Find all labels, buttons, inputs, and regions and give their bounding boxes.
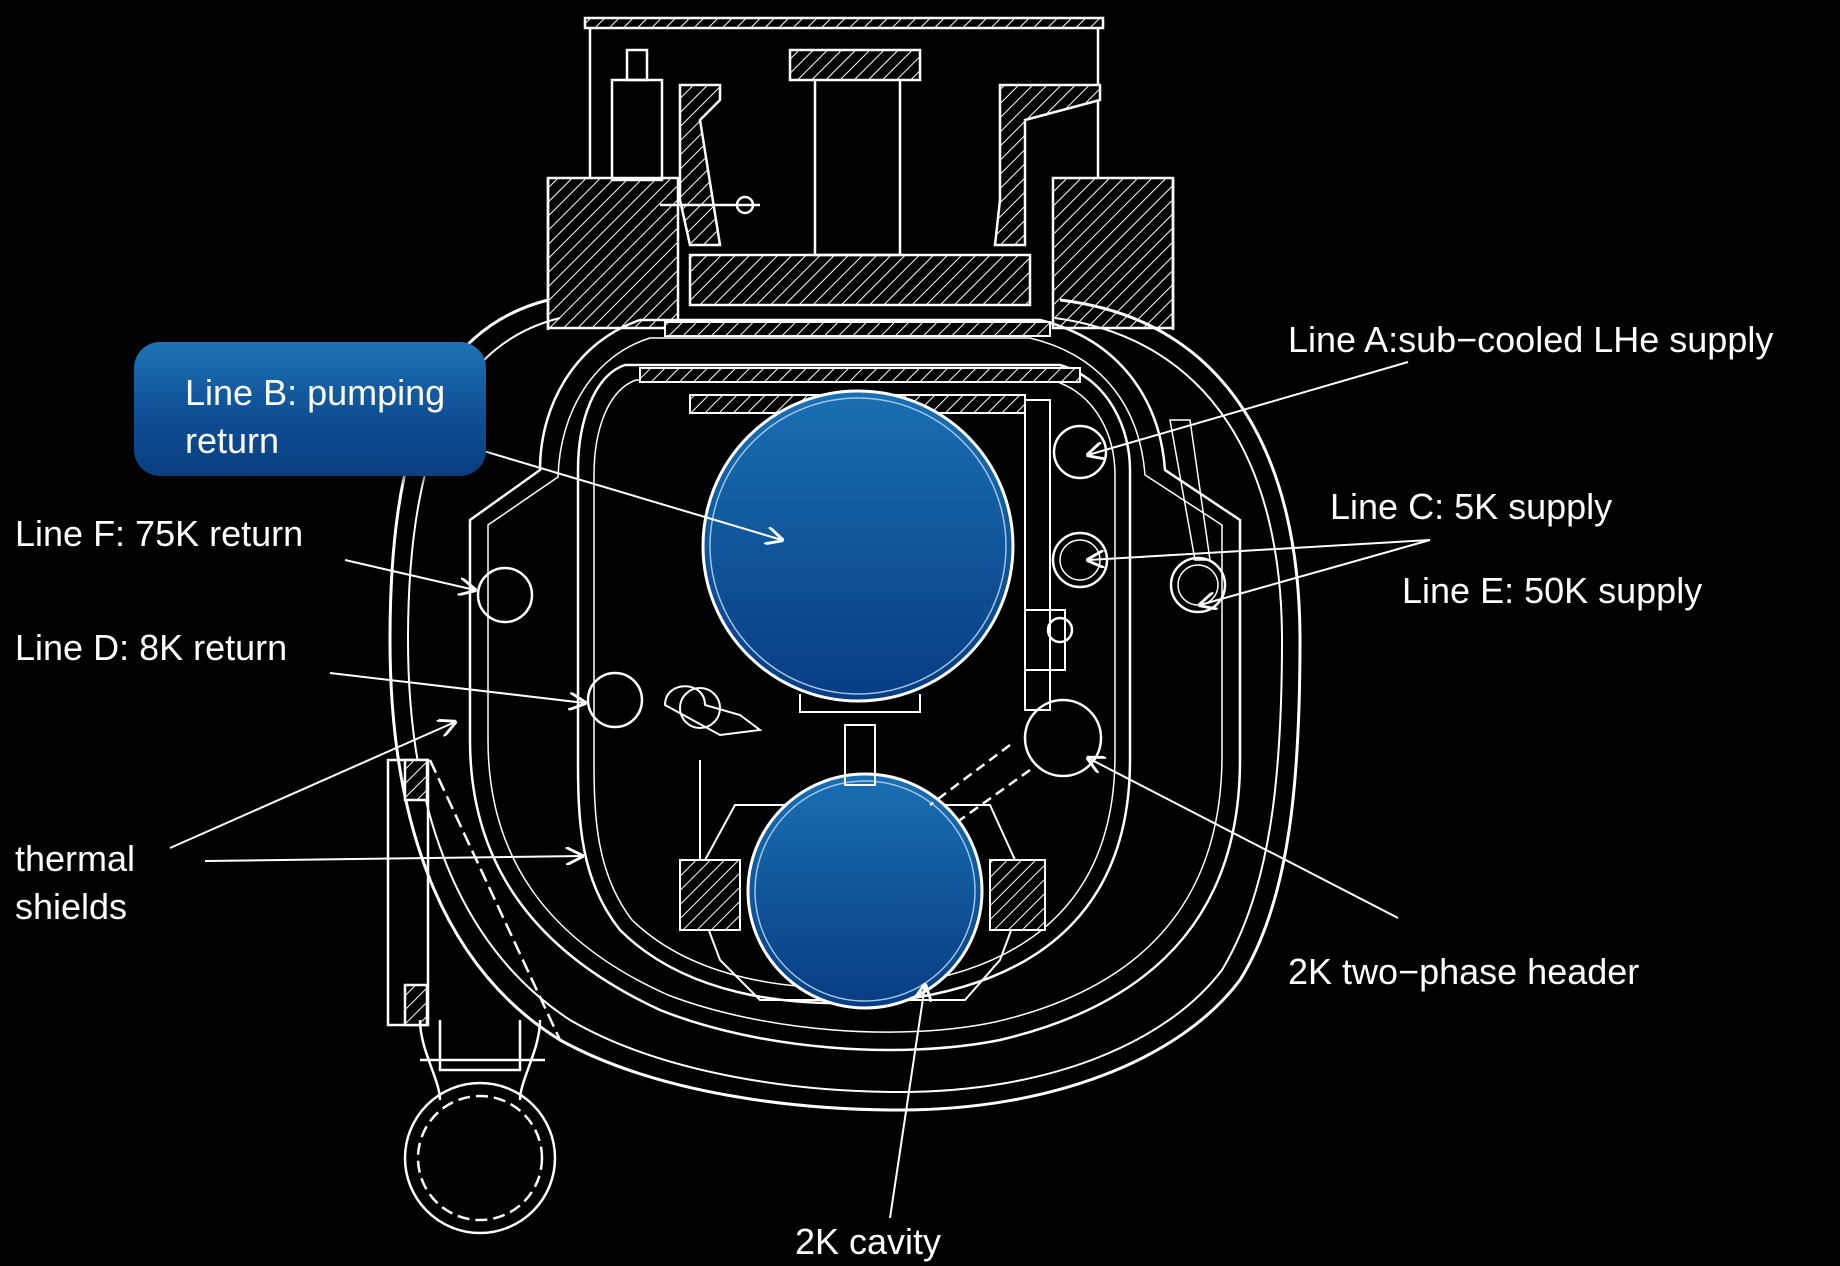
leader-line-a bbox=[1088, 361, 1409, 455]
line-a-label: Line A:sub−cooled LHe supply bbox=[1288, 319, 1774, 360]
line-b-label: Line B: pumping return bbox=[185, 372, 446, 461]
thermal-shields-label: thermal shields bbox=[15, 838, 136, 927]
leader-line-shield-inner bbox=[204, 856, 582, 861]
top-turret bbox=[546, 16, 1175, 330]
leader-line-b bbox=[439, 437, 782, 540]
leader-line-header bbox=[1088, 758, 1399, 919]
line-e-label: Line E: 50K supply bbox=[1402, 570, 1703, 611]
leader-line-d bbox=[329, 672, 585, 703]
leader-line-f bbox=[344, 559, 475, 590]
vacuum-vessel bbox=[388, 298, 1302, 1112]
line-c-label: Line C: 5K supply bbox=[1330, 486, 1613, 527]
leader-line-cavity bbox=[889, 985, 925, 1219]
line-d-label: Line D: 8K return bbox=[15, 627, 288, 668]
line-f-pipe bbox=[476, 566, 534, 624]
leader-line-c bbox=[1088, 539, 1431, 560]
cavity-label: 2K cavity bbox=[795, 1221, 942, 1262]
leader-line-shield-outer bbox=[169, 722, 455, 849]
cavity-vessel bbox=[663, 685, 1046, 1010]
line-f-label: Line F: 75K return bbox=[15, 513, 304, 554]
line-b-callout-box bbox=[134, 342, 486, 476]
line-e-pipe-inner bbox=[1177, 564, 1219, 606]
line-c-pipe bbox=[1051, 531, 1109, 589]
leader-lines bbox=[169, 361, 1431, 1219]
two-phase-header-label: 2K two−phase header bbox=[1288, 951, 1640, 992]
line-d-pipe bbox=[586, 671, 644, 729]
line-e-pipe bbox=[1169, 556, 1227, 614]
line-b-pipe bbox=[701, 389, 1015, 713]
bottom-port bbox=[386, 758, 562, 1235]
leader-line-e bbox=[1200, 539, 1431, 605]
two-phase-header-pipe bbox=[929, 698, 1103, 822]
